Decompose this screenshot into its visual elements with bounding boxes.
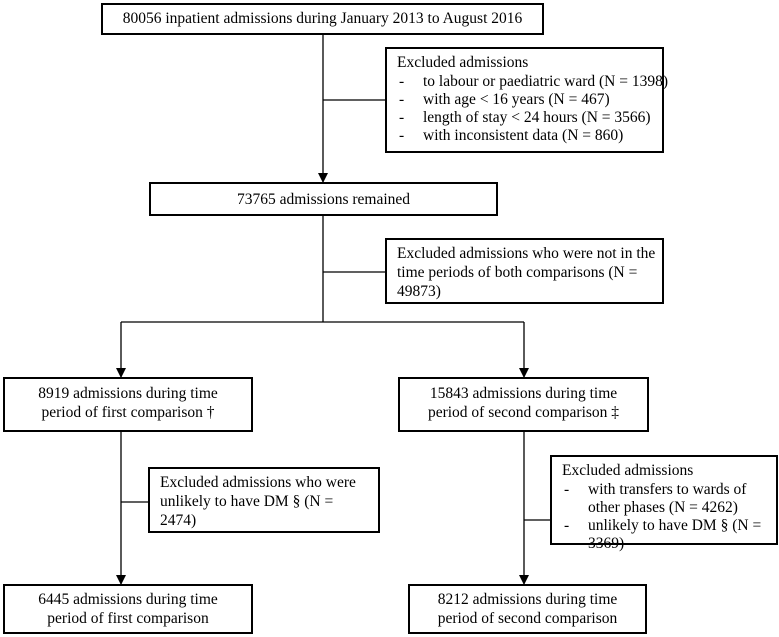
first-final-line-2: period of first comparison	[47, 610, 209, 627]
second-final-line-1: 8212 admissions during time	[437, 591, 618, 608]
first-comparison-box: 8919 admissions during time period of fi…	[3, 377, 253, 432]
exclusion-1-item: -with inconsistent data (N = 860)	[399, 127, 624, 144]
first-comparison-line-1: 8919 admissions during time	[38, 385, 218, 402]
remained-box: 73765 admissions remained	[149, 182, 498, 216]
second-comparison-final-box: 8212 admissions during time period of se…	[408, 584, 647, 634]
exclusion-box-2: Excluded admissions who were not in the …	[385, 238, 664, 304]
exclusion-2-line-3: 49873)	[397, 283, 441, 300]
remained-text: 73765 admissions remained	[236, 191, 411, 208]
exclusion-left-line-1: Excluded admissions who were	[160, 474, 356, 491]
exclusion-1-title: Excluded admissions	[397, 54, 529, 71]
exclusion-box-left: Excluded admissions who were unlikely to…	[148, 467, 380, 533]
second-comparison-box: 15843 admissions during time period of s…	[398, 377, 649, 432]
total-admissions-box: 80056 inpatient admissions during Januar…	[101, 3, 544, 35]
total-admissions-text: 80056 inpatient admissions during Januar…	[122, 10, 523, 27]
exclusion-right-list: -with transfers to wards of other phases…	[560, 481, 761, 553]
exclusion-box-right: Excluded admissions -with transfers to w…	[550, 455, 778, 552]
exclusion-1-list: -to labour or paediatric ward (N = 1398)…	[395, 73, 668, 145]
exclusion-right-item: -unlikely to have DM § (N =	[564, 517, 762, 534]
first-final-line-1: 6445 admissions during time	[38, 591, 218, 608]
second-comparison-line-2: period of second comparison ‡	[427, 404, 620, 421]
second-final-line-2: period of second comparison	[437, 610, 618, 627]
first-comparison-final-box: 6445 admissions during time period of fi…	[3, 584, 253, 634]
exclusion-2-line-2: time periods of both comparisons (N =	[397, 264, 638, 281]
second-comparison-line-1: 15843 admissions during time	[429, 385, 618, 402]
exclusion-right-title: Excluded admissions	[562, 462, 694, 479]
exclusion-2-line-1: Excluded admissions who were not in the	[397, 245, 656, 262]
exclusion-right-item: -with transfers to wards of	[564, 481, 747, 498]
exclusion-right-item-cont: 3369)	[588, 535, 625, 552]
exclusion-1-item: -length of stay < 24 hours (N = 3566)	[399, 109, 651, 126]
exclusion-box-1: Excluded admissions -to labour or paedia…	[385, 47, 668, 153]
exclusion-1-item: -to labour or paediatric ward (N = 1398)	[399, 73, 669, 90]
exclusion-1-item: -with age < 16 years (N = 467)	[399, 91, 610, 108]
first-comparison-line-2: period of first comparison †	[41, 404, 215, 421]
exclusion-left-line-2: unlikely to have DM § (N =	[160, 493, 334, 510]
exclusion-right-item-cont: other phases (N = 4262)	[588, 499, 738, 516]
exclusion-left-line-3: 2474)	[160, 512, 197, 529]
